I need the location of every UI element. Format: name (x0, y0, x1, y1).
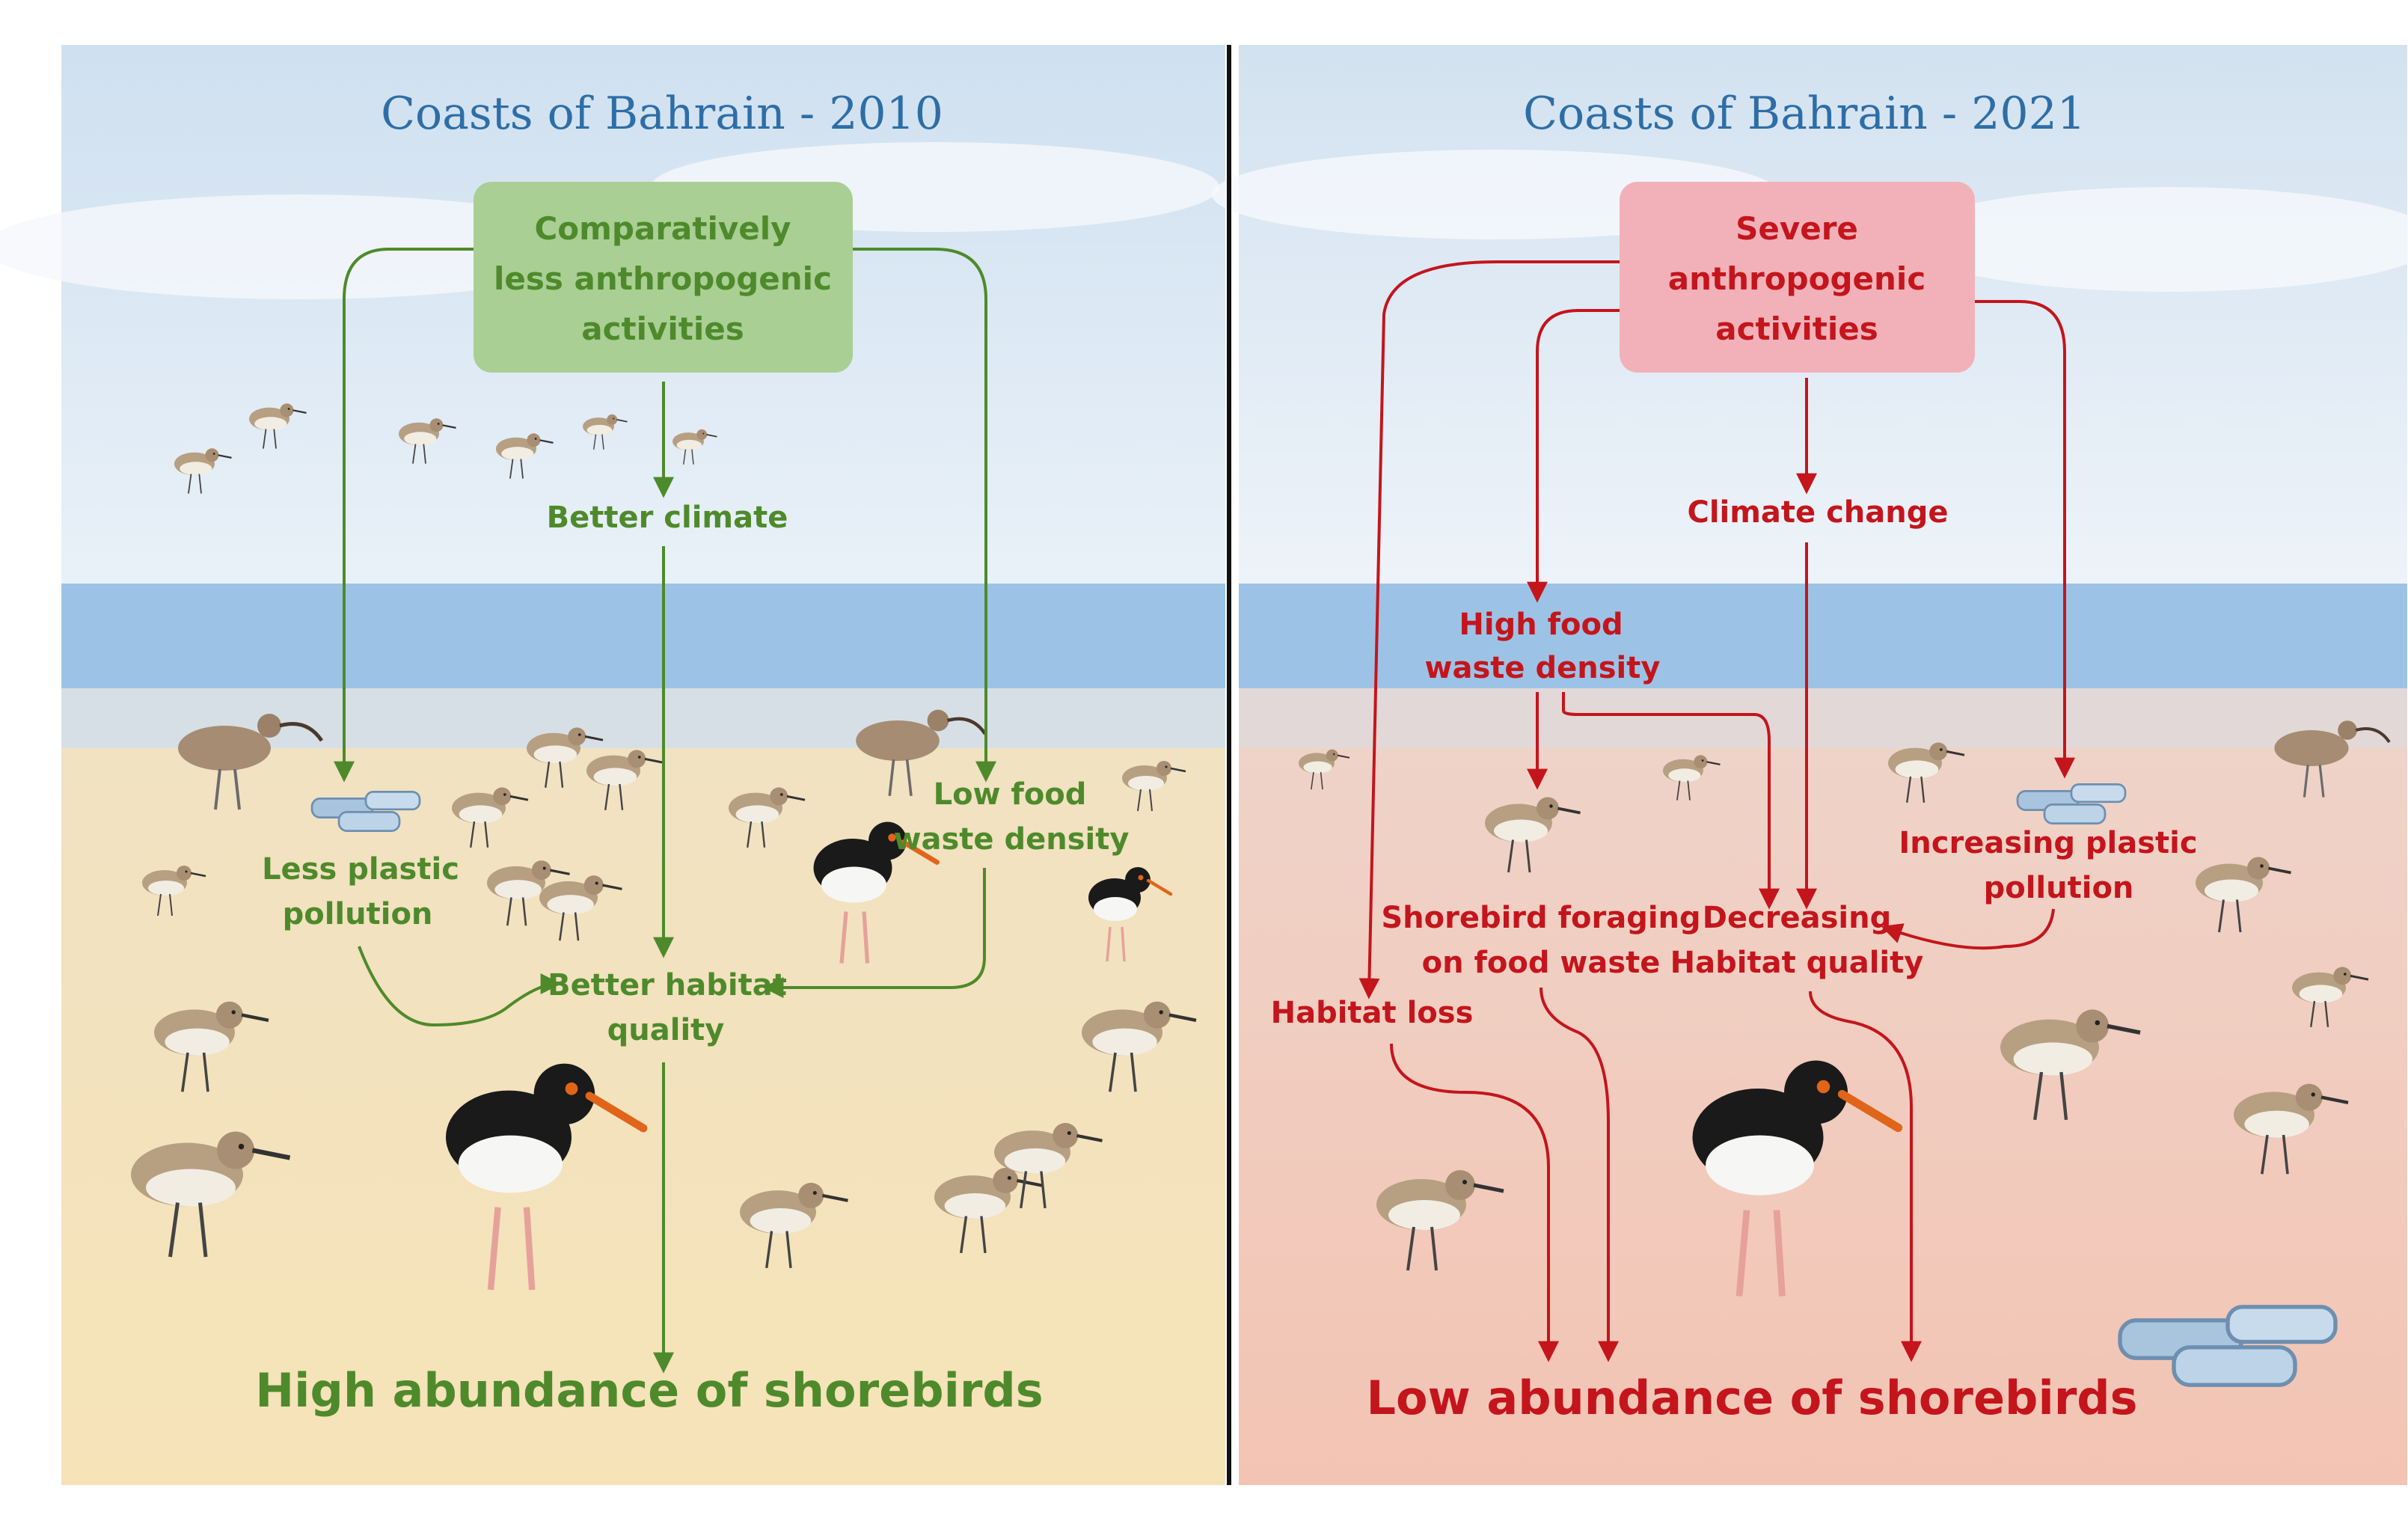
left-cloud (0, 195, 613, 299)
left-driver-line-2: less anthropogenic (494, 260, 832, 297)
right-driver-box (1620, 182, 1975, 373)
right-foodwaste-line-2: waste density (1425, 651, 1661, 685)
left-foodwaste-line-1: Low food (934, 777, 1087, 812)
arrow-foodwaste-to-habitat (1562, 692, 1780, 910)
right-driver-line-3: activities (1715, 310, 1878, 347)
arrow-plastic-to-habitat (1881, 908, 2055, 950)
right-habitat-line-1: Decreasing (1703, 901, 1892, 935)
left-habitat-line-2: quality (607, 1013, 725, 1047)
right-foodwaste-line-1: High food (1459, 607, 1623, 642)
arrow-foodwaste-to-habitat (762, 868, 986, 998)
left-driver-box (474, 182, 853, 373)
arrow-habitat-to-outcome (1809, 991, 1922, 1362)
right-title: Coasts of Bahrain - 2021 (1523, 88, 2086, 140)
right-habitat-loss: Habitat loss (1271, 996, 1474, 1030)
left-foodwaste-line-2: waste density (894, 822, 1130, 857)
arrow-driver-to-foodwaste (1527, 309, 1620, 603)
left-labels: Coasts of Bahrain - 2010 Comparatively l… (255, 88, 1129, 1418)
arrow-driver-to-plastic (334, 248, 474, 783)
left-habitat-line-1: Better habitat (548, 968, 787, 1003)
arrow-driver-to-foodwaste (853, 248, 996, 783)
arrow-driver-to-habitatloss (1358, 260, 1620, 1000)
right-foraging-line-1: Shorebird foraging (1381, 901, 1700, 935)
right-climate-label: Climate change (1687, 495, 1948, 530)
right-driver-line-2: anthropogenic (1668, 260, 1926, 297)
right-cloud (1900, 187, 2408, 292)
panel-divider (1227, 45, 1231, 1485)
right-labels: Coasts of Bahrain - 2021 Severe anthropo… (1271, 88, 2198, 1425)
left-sea (61, 584, 1225, 703)
right-driver-line-1: Severe (1735, 210, 1858, 247)
arrow-plastic-to-habitat (358, 946, 562, 1027)
right-foraging-line-2: on food waste (1422, 946, 1661, 980)
right-shoreline (1239, 688, 2407, 748)
right-connectors (1358, 260, 2075, 1362)
left-climate-label: Better climate (547, 501, 788, 535)
left-plastic-line-1: Less plastic (262, 852, 459, 887)
left-outcome: High abundance of shorebirds (255, 1363, 1043, 1418)
left-connectors (334, 248, 996, 1374)
arrow-habitatloss-to-outcome (1390, 1043, 1559, 1362)
left-driver-line-1: Comparatively (534, 210, 791, 247)
right-plastic-line-1: Increasing plastic (1899, 826, 2197, 860)
arrow-foraging-to-outcome (1540, 987, 1619, 1362)
left-plastic-line-2: pollution (283, 897, 433, 931)
right-habitat-line-2: Habitat quality (1670, 946, 1924, 980)
left-panel (0, 45, 1225, 1485)
right-sea (1239, 584, 2407, 703)
arrow-driver-to-plastic (1975, 300, 2075, 779)
left-title: Coasts of Bahrain - 2010 (381, 88, 943, 140)
right-plastic-line-2: pollution (1984, 871, 2134, 905)
left-driver-line-3: activities (581, 310, 744, 347)
right-outcome: Low abundance of shorebirds (1366, 1371, 2137, 1425)
left-sand (61, 748, 1225, 1485)
